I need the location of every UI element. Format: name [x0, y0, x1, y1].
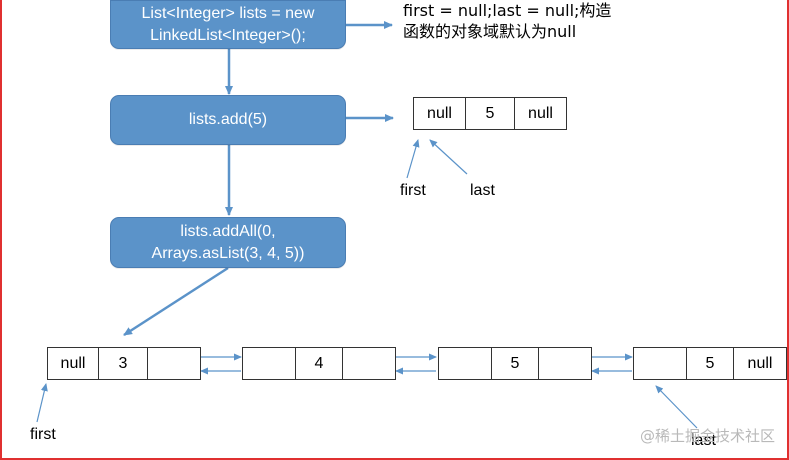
- note-construct-line2: 函数的对象域默认为null: [403, 22, 577, 41]
- last-label-after-add: last: [470, 182, 495, 199]
- list-node-4-prev: [634, 348, 686, 379]
- step-construct-line2: LinkedList<Integer>();: [150, 26, 306, 44]
- step-addall-line2: Arrays.asList(3, 4, 5)): [151, 244, 305, 262]
- step-construct: List<Integer> lists = new LinkedList<Int…: [110, 0, 346, 49]
- list-node-3: 5: [438, 347, 592, 380]
- first-label-after-add: first: [400, 182, 426, 199]
- list-node-1-item: 3: [98, 348, 147, 379]
- node-after-add: null 5 null: [413, 97, 567, 130]
- list-node-1-prev: null: [60, 354, 86, 372]
- list-node-3-item: 5: [491, 348, 538, 379]
- list-node-2-next: [342, 348, 395, 379]
- list-node-3-next: [538, 348, 591, 379]
- list-node-4: 5 null: [633, 347, 787, 380]
- list-node-2-item: 4: [295, 348, 342, 379]
- step-addall: lists.addAll(0, Arrays.asList(3, 4, 5)): [110, 217, 346, 268]
- list-node-3-prev: [439, 348, 491, 379]
- pointer-first-1: [406, 139, 420, 179]
- pointer-first-2: [36, 383, 48, 423]
- list-node-4-item: 5: [686, 348, 733, 379]
- list-node-2: 4: [242, 347, 396, 380]
- step-addall-line1: lists.addAll(0,: [180, 222, 276, 240]
- first-label-after-addall: first: [30, 426, 56, 443]
- step-construct-line1: List<Integer> lists = new: [141, 4, 315, 22]
- step-add: lists.add(5): [110, 95, 346, 145]
- node-next-cell: null: [514, 98, 566, 129]
- node-prev-cell: null: [427, 104, 452, 122]
- last-label-after-addall: last: [691, 432, 716, 449]
- arrow-addall-to-list: [123, 266, 229, 337]
- note-construct: first = null;last = null;构造 函数的对象域默认为nul…: [403, 0, 611, 42]
- watermark: @稀土掘金技术社区: [639, 427, 775, 445]
- list-node-2-prev: [243, 348, 295, 379]
- step-add-label: lists.add(5): [188, 111, 268, 128]
- list-node-4-next: null: [733, 348, 786, 379]
- pointer-last-1: [429, 139, 468, 175]
- note-construct-line1: first = null;last = null;构造: [403, 1, 612, 20]
- list-node-1: null 3: [47, 347, 201, 380]
- pointer-last-2: [655, 385, 698, 429]
- list-node-1-next: [147, 348, 200, 379]
- node-item-cell: 5: [465, 98, 514, 129]
